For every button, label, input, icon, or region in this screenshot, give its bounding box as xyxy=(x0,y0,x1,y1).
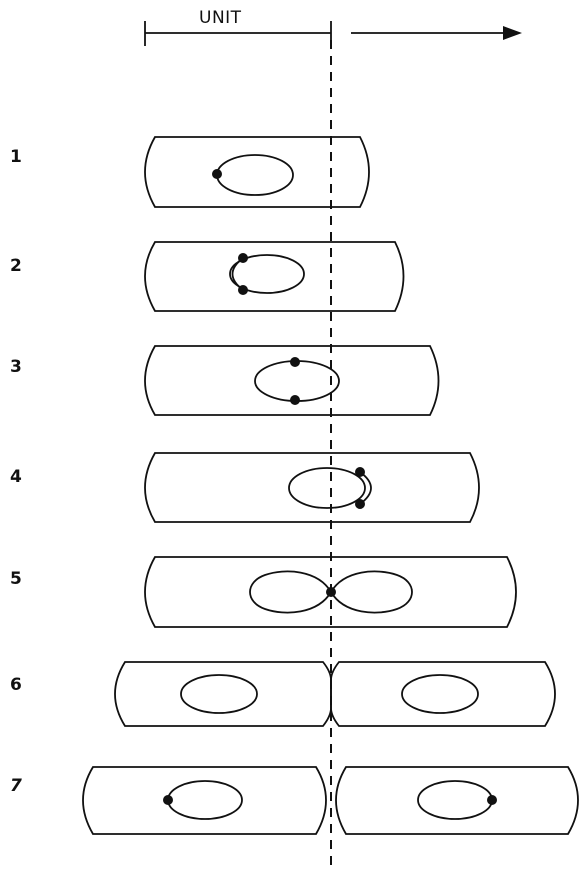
chromosome-left-lobe xyxy=(250,571,331,612)
unit-label: UNIT xyxy=(199,8,242,28)
row-label-4: 4 xyxy=(10,467,22,487)
left-daughter-cell xyxy=(115,662,331,726)
left-daughter-cell xyxy=(83,767,326,834)
cell-outline xyxy=(145,346,439,415)
row-label-7: 7 xyxy=(10,776,22,796)
chromosome-loop xyxy=(255,361,339,401)
chromosome-loop xyxy=(217,155,293,195)
growth-direction-arrow xyxy=(351,26,522,40)
stage-6-cells xyxy=(115,662,555,726)
replication-origin-dot xyxy=(212,169,222,179)
right-daughter-cell xyxy=(336,767,578,834)
row-label-1: 1 xyxy=(10,147,22,167)
stage-1-cell xyxy=(145,137,369,207)
stage-2-cell xyxy=(145,242,404,311)
arrowhead-icon xyxy=(503,26,522,40)
replication-origin-dot xyxy=(238,285,248,295)
row-label-3: 3 xyxy=(10,357,22,377)
chromosome-loop xyxy=(289,468,365,508)
row-label-6: 6 xyxy=(10,675,22,695)
stage-3-cell xyxy=(145,346,439,415)
replication-origin-dot xyxy=(355,467,365,477)
replication-origin-dot xyxy=(355,499,365,509)
stage-4-cell xyxy=(145,453,479,522)
row-label-2: 2 xyxy=(10,256,22,276)
replication-origin-dot xyxy=(326,587,336,597)
replication-origin-dot xyxy=(163,795,173,805)
chromosome-right-lobe xyxy=(331,571,412,612)
right-chromosome-loop xyxy=(418,781,492,819)
left-chromosome-loop xyxy=(168,781,242,819)
replication-origin-dot xyxy=(290,357,300,367)
cell-outline xyxy=(145,137,369,207)
replicated-arc xyxy=(233,258,244,290)
replication-origin-dot xyxy=(487,795,497,805)
cell-outline xyxy=(145,453,479,522)
cell-outline xyxy=(145,242,404,311)
right-daughter-cell xyxy=(331,662,555,726)
right-chromosome-loop xyxy=(402,675,478,713)
left-chromosome-loop xyxy=(181,675,257,713)
row-label-5: 5 xyxy=(10,569,22,589)
replication-origin-dot xyxy=(238,253,248,263)
replication-origin-dot xyxy=(290,395,300,405)
